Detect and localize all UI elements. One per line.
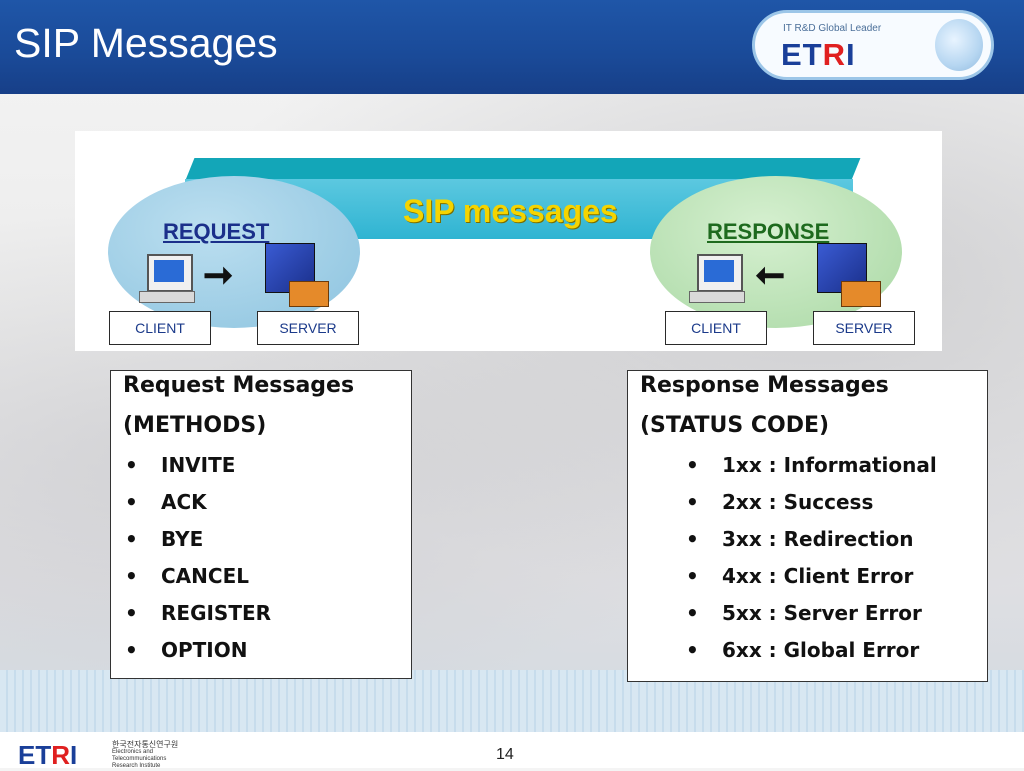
etri-footer-logo: ETRI <box>18 740 78 770</box>
list-item: •4xx : Client Error <box>686 564 914 588</box>
server-box: SERVER <box>813 311 915 345</box>
response-heading: Response Messages <box>640 373 889 398</box>
logo-tagline: IT R&D Global Leader <box>783 23 882 34</box>
server-rack-icon <box>841 281 881 307</box>
org-english-name: Electronics and Telecommunications Resea… <box>112 749 167 769</box>
globe-icon <box>935 19 983 71</box>
client-computer-icon <box>147 254 193 292</box>
list-item: •ACK <box>125 490 207 514</box>
request-subheading: (METHODS) <box>123 413 267 438</box>
server-box: SERVER <box>257 311 359 345</box>
list-item: •CANCEL <box>125 564 249 588</box>
page-number: 14 <box>496 746 514 763</box>
request-label: REQUEST <box>163 219 270 244</box>
client-keyboard-icon <box>689 291 745 303</box>
request-messages-box: Request Messages (METHODS) •INVITE •ACK … <box>110 370 412 679</box>
list-item: •2xx : Success <box>686 490 874 514</box>
list-item: •6xx : Global Error <box>686 638 920 662</box>
arrow-left-icon: ➞ <box>755 254 786 295</box>
slide-title: SIP Messages <box>14 20 278 66</box>
list-item: •1xx : Informational <box>686 453 937 477</box>
logo-wordmark: ETRI <box>781 37 856 72</box>
status-code-list: •1xx : Informational •2xx : Success •3xx… <box>686 447 937 669</box>
client-box: CLIENT <box>665 311 767 345</box>
slide-footer <box>0 732 1024 768</box>
list-item: •REGISTER <box>125 601 272 625</box>
footer-org-text: 한국전자통신연구원 Electronics and Telecommunicat… <box>112 740 182 770</box>
client-computer-icon <box>697 254 743 292</box>
request-heading: Request Messages <box>123 373 355 398</box>
list-item: •OPTION <box>125 638 248 662</box>
server-rack-icon <box>289 281 329 307</box>
list-item: •3xx : Redirection <box>686 527 914 551</box>
list-item: •INVITE <box>125 453 236 477</box>
response-messages-box: Response Messages (STATUS CODE) •1xx : I… <box>627 370 988 682</box>
sip-diagram: SIP messages REQUEST RESPONSE ➞ CLIENT S… <box>75 131 942 351</box>
response-subheading: (STATUS CODE) <box>640 413 830 438</box>
client-box: CLIENT <box>109 311 211 345</box>
client-keyboard-icon <box>139 291 195 303</box>
list-item: •5xx : Server Error <box>686 601 922 625</box>
banner-label: SIP messages <box>403 193 618 229</box>
monitor-screen <box>154 260 184 282</box>
org-korean-name: 한국전자통신연구원 <box>112 740 179 749</box>
etri-header-logo: IT R&D Global Leader ETRI <box>752 10 994 80</box>
response-label: RESPONSE <box>707 219 830 244</box>
monitor-screen <box>704 260 734 282</box>
list-item: •BYE <box>125 527 204 551</box>
arrow-right-icon: ➞ <box>203 254 234 295</box>
methods-list: •INVITE •ACK •BYE •CANCEL •REGISTER •OPT… <box>125 447 271 669</box>
slide-header: SIP Messages IT R&D Global Leader ETRI <box>0 0 1024 94</box>
